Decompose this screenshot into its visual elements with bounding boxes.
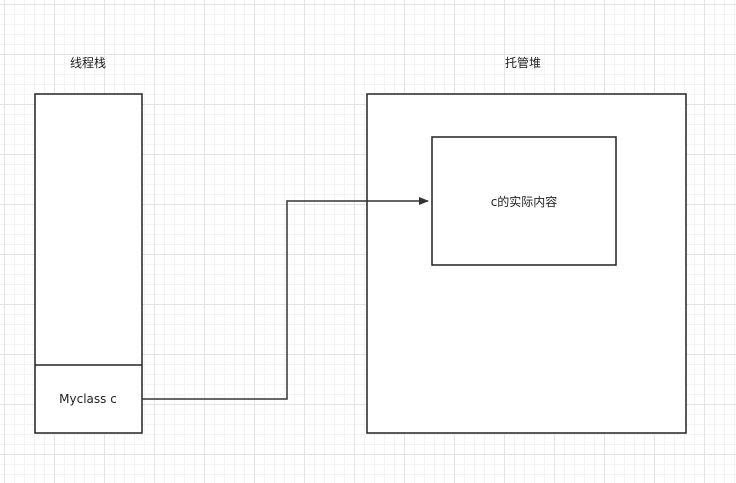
stack-variable-label: Myclass c	[59, 392, 117, 406]
stack-title: 线程栈	[70, 55, 106, 70]
reference-connector	[142, 197, 429, 400]
heap-object-box	[431, 136, 617, 266]
thread-stack-box	[34, 93, 143, 434]
heap-object-label: c的实际内容	[491, 194, 558, 209]
heap-title: 托管堆	[505, 55, 541, 70]
